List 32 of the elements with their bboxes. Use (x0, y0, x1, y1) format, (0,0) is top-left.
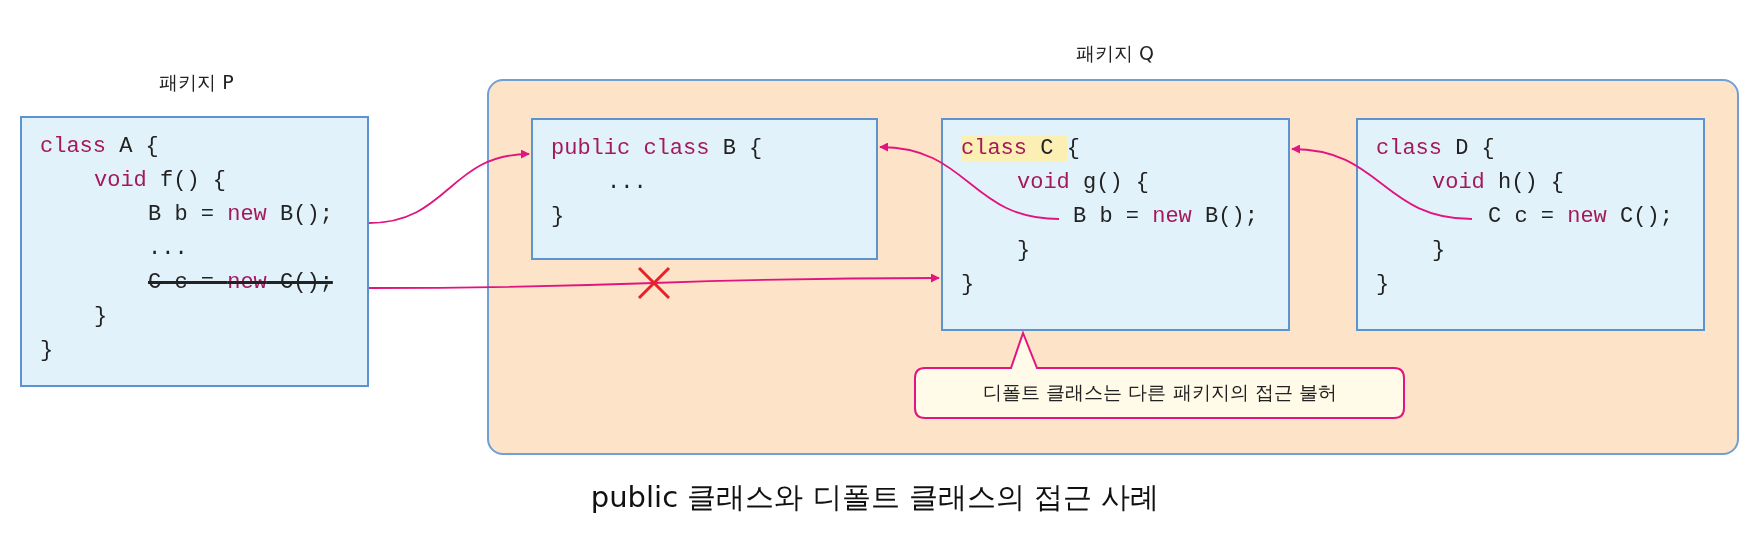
caption: public 클래스와 디폴트 클래스의 접근 사례 (590, 479, 1160, 516)
code-box (1356, 118, 1705, 331)
package-label: 패키지 Q (1076, 41, 1154, 66)
code-line: } (94, 303, 108, 331)
code-box (941, 118, 1290, 331)
code-line: class C { (961, 135, 1080, 163)
code-line: } (961, 271, 975, 299)
code-line: } (1376, 271, 1390, 299)
code-line: C c = new C(); (1488, 203, 1673, 231)
code-line: void h() { (1432, 169, 1565, 197)
arrow (1291, 145, 1473, 220)
callout-text: 디폴트 클래스는 다른 패키지의 접근 불허 (983, 380, 1337, 405)
code-line: class A { (40, 133, 159, 161)
code-line: } (1017, 237, 1031, 265)
code-line: } (551, 203, 565, 231)
code-line: } (40, 337, 54, 365)
code-line: ... (148, 235, 188, 263)
arrow (368, 273, 940, 289)
package-label: 패키지 P (159, 70, 234, 95)
callout-bubble (914, 332, 1406, 420)
code-line: B b = new B(); (148, 201, 333, 229)
code-line: void f() { (94, 167, 227, 195)
code-line: public class B { (551, 135, 763, 163)
code-line: ... (607, 169, 647, 197)
code-box (531, 118, 878, 260)
arrow (879, 143, 1060, 220)
code-line: C c = new C(); (148, 269, 333, 297)
code-line: class D { (1376, 135, 1495, 163)
arrow (368, 150, 530, 224)
code-line: } (1432, 237, 1446, 265)
code-line: B b = new B(); (1073, 203, 1258, 231)
code-line: void g() { (1017, 169, 1150, 197)
